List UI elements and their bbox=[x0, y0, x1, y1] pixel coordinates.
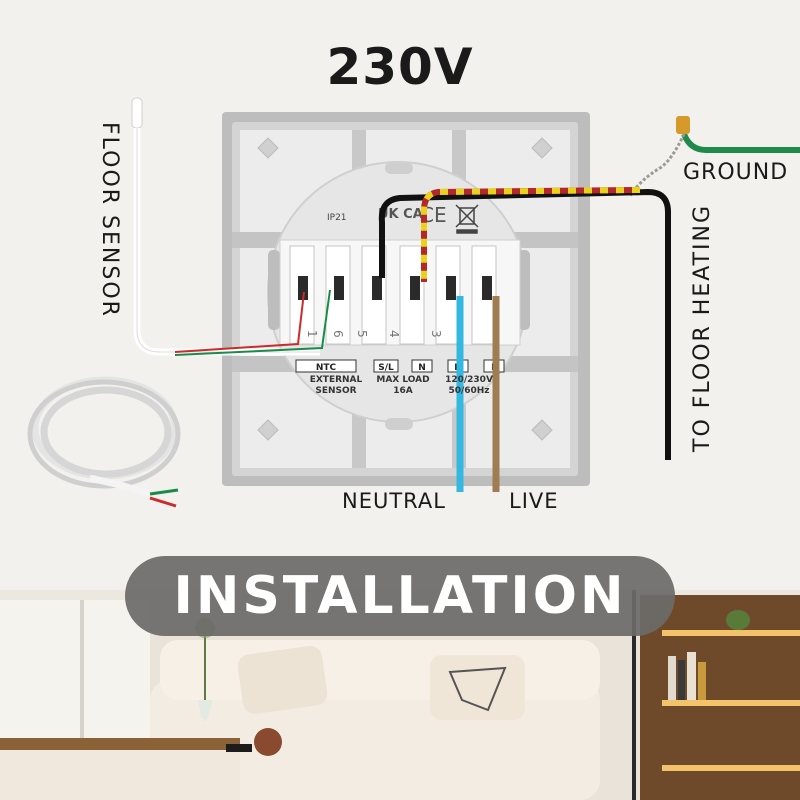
wheelie-bin-icon bbox=[455, 204, 479, 234]
terminal-number-6: 6 bbox=[331, 330, 345, 338]
floor-sensor-cable bbox=[131, 97, 331, 356]
label-floor-sensor: FLOOR SENSOR bbox=[97, 122, 122, 318]
terminal-number-1: 1 bbox=[305, 330, 319, 338]
terminal-tag-n: N bbox=[418, 363, 426, 373]
label-neutral: NEUTRAL bbox=[342, 489, 446, 513]
label-to-floor-heating: TO FLOOR HEATING bbox=[690, 203, 715, 452]
label-external-sensor: EXTERNAL SENSOR bbox=[309, 375, 363, 396]
ip-rating: IP21 bbox=[327, 213, 347, 223]
ukca-mark: UK CA bbox=[378, 207, 423, 222]
title-voltage: 230V bbox=[326, 38, 474, 96]
floor-sensor-cable-coil bbox=[27, 376, 181, 508]
heating-cable bbox=[378, 187, 671, 460]
thermostat-faceplate bbox=[222, 112, 590, 486]
label-max-load: MAX LOAD 16A bbox=[376, 375, 430, 396]
installation-banner bbox=[125, 556, 675, 636]
ground-wire bbox=[628, 116, 800, 197]
terminal-tag-ntc: NTC bbox=[316, 363, 337, 373]
terminal-number-3: 3 bbox=[429, 330, 443, 338]
terminal-number-4: 4 bbox=[387, 330, 401, 338]
label-live: LIVE bbox=[509, 489, 559, 513]
terminal-number-5: 5 bbox=[355, 330, 369, 338]
label-ground: GROUND bbox=[683, 160, 789, 185]
installation-banner-text: INSTALLATION bbox=[173, 566, 627, 626]
label-voltage-rating: 120/230V 50/60Hz bbox=[445, 375, 493, 396]
terminal-tag-sl: S/L bbox=[378, 363, 394, 373]
